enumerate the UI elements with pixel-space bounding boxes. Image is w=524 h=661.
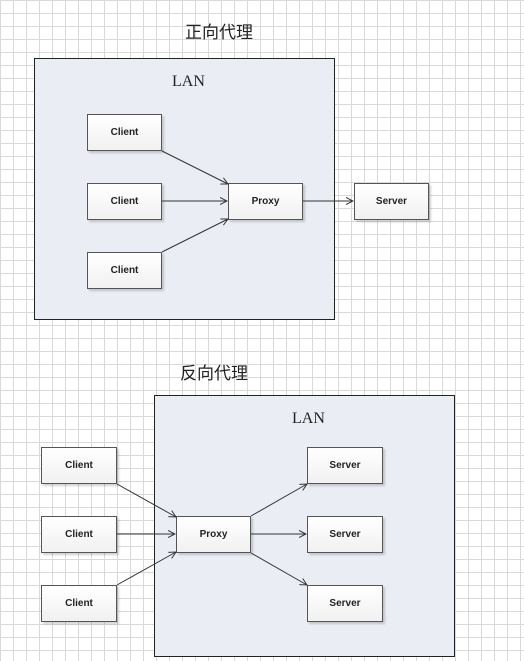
- reverse-proxy-node[interactable]: Proxy: [176, 516, 251, 553]
- reverse-client-2[interactable]: Client: [41, 516, 117, 553]
- forward-client-2[interactable]: Client: [87, 183, 162, 220]
- reverse-proxy-title: 反向代理: [180, 364, 248, 384]
- forward-client-3[interactable]: Client: [87, 252, 162, 289]
- forward-lan-label: LAN: [172, 73, 205, 90]
- forward-proxy-title: 正向代理: [185, 23, 253, 43]
- reverse-lan-label: LAN: [292, 410, 325, 427]
- forward-server-node[interactable]: Server: [354, 183, 429, 220]
- reverse-client-3[interactable]: Client: [41, 585, 117, 622]
- forward-proxy-node[interactable]: Proxy: [228, 183, 303, 220]
- reverse-server-3[interactable]: Server: [307, 585, 383, 622]
- reverse-server-2[interactable]: Server: [307, 516, 383, 553]
- forward-client-1[interactable]: Client: [87, 114, 162, 151]
- reverse-server-1[interactable]: Server: [307, 447, 383, 484]
- reverse-client-1[interactable]: Client: [41, 447, 117, 484]
